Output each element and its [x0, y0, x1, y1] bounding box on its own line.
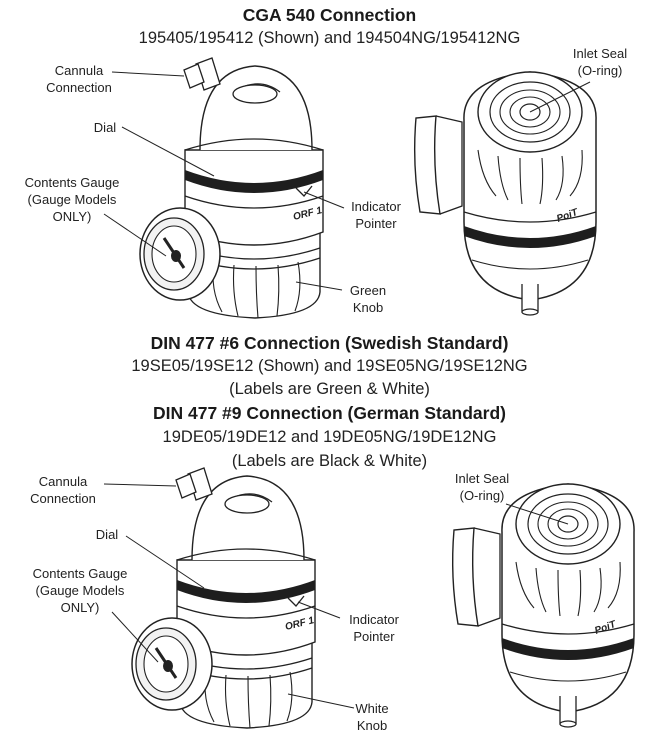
section1-subtitle: 195405/195412 (Shown) and 194504NG/19541…: [138, 29, 521, 47]
leader-inlet: [529, 81, 591, 113]
din6-models: 19SE05/19SE12 (Shown) and 19SE05NG/19SE1…: [131, 357, 528, 375]
callout-inlet-seal-din: Inlet Seal(O-ring): [454, 471, 510, 503]
callout-dial: Dial: [93, 120, 117, 135]
callout-inlet-seal: Inlet Seal(O-ring): [572, 46, 628, 78]
leader-knob: [295, 281, 343, 291]
din9-label-note: (Labels are Black & White): [231, 452, 428, 470]
regulator-back-view: [413, 71, 597, 316]
callout-dial-din: Dial: [95, 527, 119, 542]
din6-label-note: (Labels are Green & White): [229, 380, 430, 398]
din9-models: 19DE05/19DE12 and 19DE05NG/19DE12NG: [162, 428, 497, 446]
leader-gauge: [103, 213, 167, 257]
regulator-front-view: [138, 56, 325, 320]
leader-knob-din: [287, 693, 355, 709]
leader-dial: [121, 126, 215, 177]
leader-cannula: [111, 71, 185, 77]
leader-pointer-din: [297, 601, 341, 619]
regulator-back-view-din: [451, 483, 635, 728]
regulator-front-view-din: [130, 466, 317, 730]
leader-cannula-din: [103, 483, 177, 487]
leader-gauge-din: [111, 611, 159, 663]
din6-title: DIN 477 #6 Connection (Swedish Standard): [150, 333, 509, 353]
din9-title: DIN 477 #9 Connection (German Standard): [153, 403, 506, 423]
leader-pointer: [303, 191, 345, 209]
leader-dial-din: [125, 535, 205, 589]
section1-title: CGA 540 Connection: [242, 5, 417, 25]
leader-inlet-din: [505, 503, 569, 525]
